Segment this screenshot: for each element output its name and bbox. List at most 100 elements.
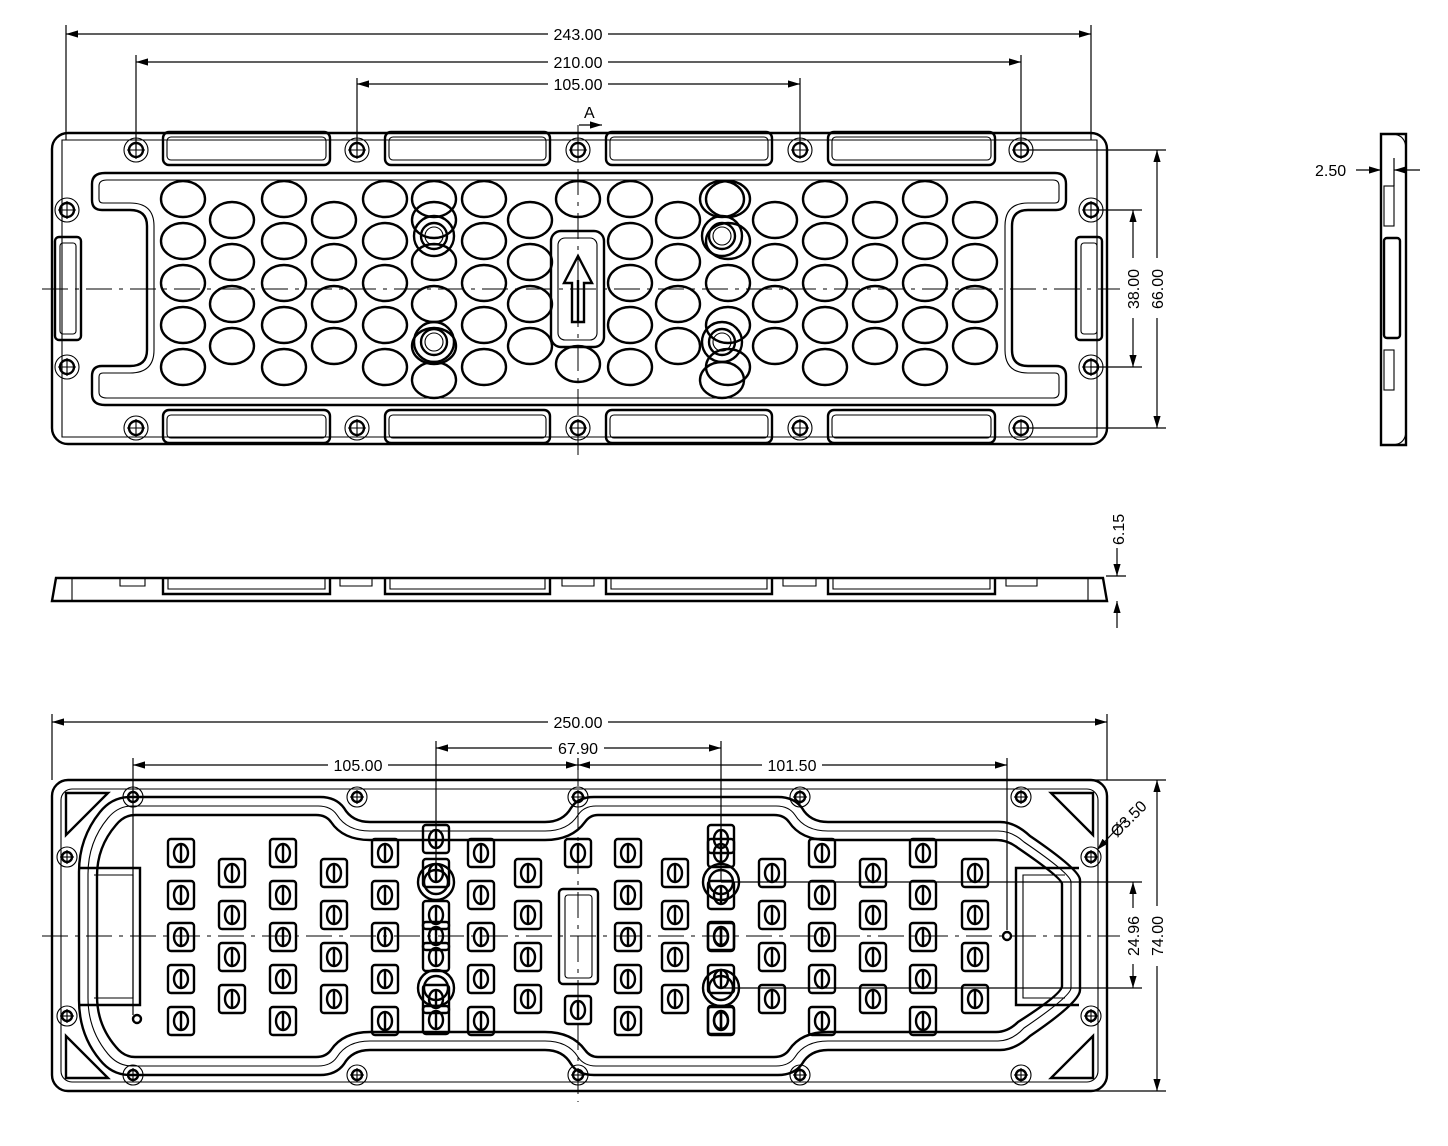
lens-mount	[370, 921, 400, 953]
lens-mount	[660, 941, 690, 973]
lens-mount	[757, 983, 787, 1015]
lens-oval	[310, 200, 358, 240]
lens-oval	[801, 179, 849, 219]
lens-oval	[606, 263, 654, 303]
lens-oval	[460, 263, 508, 303]
lens-mount	[660, 899, 690, 931]
edge-slot-bottom-3	[604, 408, 774, 445]
dim-105-bottom: 105.00	[132, 758, 579, 1015]
lens-oval	[410, 360, 458, 400]
top-slots	[161, 130, 997, 445]
lens-mount	[807, 963, 837, 995]
lens-oval	[901, 221, 949, 261]
mount-hole	[1080, 846, 1102, 868]
lens-oval	[361, 263, 409, 303]
front-recess	[161, 578, 332, 596]
lens-mount	[660, 857, 690, 889]
dim-101-50: 101.50	[578, 758, 1008, 930]
mount-hole	[344, 415, 370, 441]
lens-oval	[506, 200, 554, 240]
section-label: A	[584, 105, 595, 122]
lens-oval	[606, 221, 654, 261]
lens-mount	[319, 857, 349, 889]
lens-oval	[208, 326, 256, 366]
lens-oval	[361, 221, 409, 261]
dim-left-text: 105.00	[334, 758, 383, 775]
lens-oval	[506, 284, 554, 324]
lens-oval	[159, 347, 207, 387]
lens-oval	[159, 179, 207, 219]
lens-mount	[807, 1005, 837, 1037]
edge-slot-top-4	[826, 130, 997, 167]
dim-hole-diameter-text: Ø3.50	[1108, 798, 1151, 841]
lens-oval	[410, 284, 458, 324]
mount-hole	[122, 1064, 144, 1086]
screw-boss	[412, 320, 456, 364]
lens-mount	[706, 1004, 736, 1036]
lens-oval	[410, 179, 458, 219]
lens-mount	[466, 963, 496, 995]
dim-210: 210.00	[135, 55, 1022, 150]
lens-mount	[908, 837, 938, 869]
dim-overall-width-text: 243.00	[554, 27, 603, 44]
mount-hole	[1010, 1064, 1032, 1086]
lens-mount	[908, 1005, 938, 1037]
lens-mount	[166, 879, 196, 911]
lens-mount	[960, 899, 990, 931]
dim-height-text: 66.00	[1150, 269, 1167, 309]
lens-oval	[460, 179, 508, 219]
bottom-screw-boss	[416, 968, 456, 1008]
side-slot	[1382, 236, 1402, 340]
dim-center-text: 67.90	[558, 741, 598, 758]
side-notch-1	[1383, 185, 1395, 227]
lens-oval	[801, 347, 849, 387]
lens-mount	[908, 921, 938, 953]
lens-oval	[654, 242, 702, 282]
lens-oval	[260, 221, 308, 261]
mount-hole	[1010, 786, 1032, 808]
lens-mount	[613, 837, 643, 869]
top-view: A 243.00 210.00 105.00	[42, 25, 1167, 455]
dim-67-90: 67.90	[435, 741, 722, 880]
mount-hole	[56, 1005, 78, 1027]
lens-mount	[466, 1005, 496, 1037]
lens-mount	[217, 941, 247, 973]
top-inner-frame	[90, 171, 1068, 407]
lens-mount	[807, 921, 837, 953]
lens-mount	[613, 963, 643, 995]
lens-mount	[613, 879, 643, 911]
edge-slot-bottom-4	[826, 408, 997, 445]
lens-mount	[370, 879, 400, 911]
lens-oval	[460, 221, 508, 261]
lens-mount	[858, 857, 888, 889]
front-view: 6.15	[50, 514, 1128, 628]
lens-oval	[159, 263, 207, 303]
lens-oval	[901, 347, 949, 387]
edge-slot-top-3	[604, 130, 774, 167]
lens-oval	[751, 200, 799, 240]
lens-mount	[268, 921, 298, 953]
mount-hole	[54, 197, 80, 223]
screw-boss	[700, 320, 744, 364]
lens-oval	[751, 242, 799, 282]
lens-mount	[466, 921, 496, 953]
lens-oval	[704, 305, 752, 345]
mount-hole	[56, 846, 78, 868]
mount-hole	[346, 786, 368, 808]
gasket-inner	[87, 805, 1072, 1067]
dim-lens-pitch-text: 24.96	[1126, 916, 1143, 956]
edge-slot-top-1	[161, 130, 332, 167]
gasket-groove	[95, 813, 1064, 1059]
lens-mount	[613, 921, 643, 953]
dim-bottom-height-text: 74.00	[1150, 916, 1167, 956]
dim-height-holes-text: 38.00	[1126, 269, 1143, 309]
lens-oval	[159, 221, 207, 261]
dim-74: 74.00	[1095, 779, 1167, 1092]
lens-mount	[858, 899, 888, 931]
lens-oval	[654, 326, 702, 366]
top-outline-inner	[61, 139, 1098, 438]
edge-slot-top-2	[383, 130, 552, 167]
lens-mount	[513, 983, 543, 1015]
lens-oval	[606, 347, 654, 387]
